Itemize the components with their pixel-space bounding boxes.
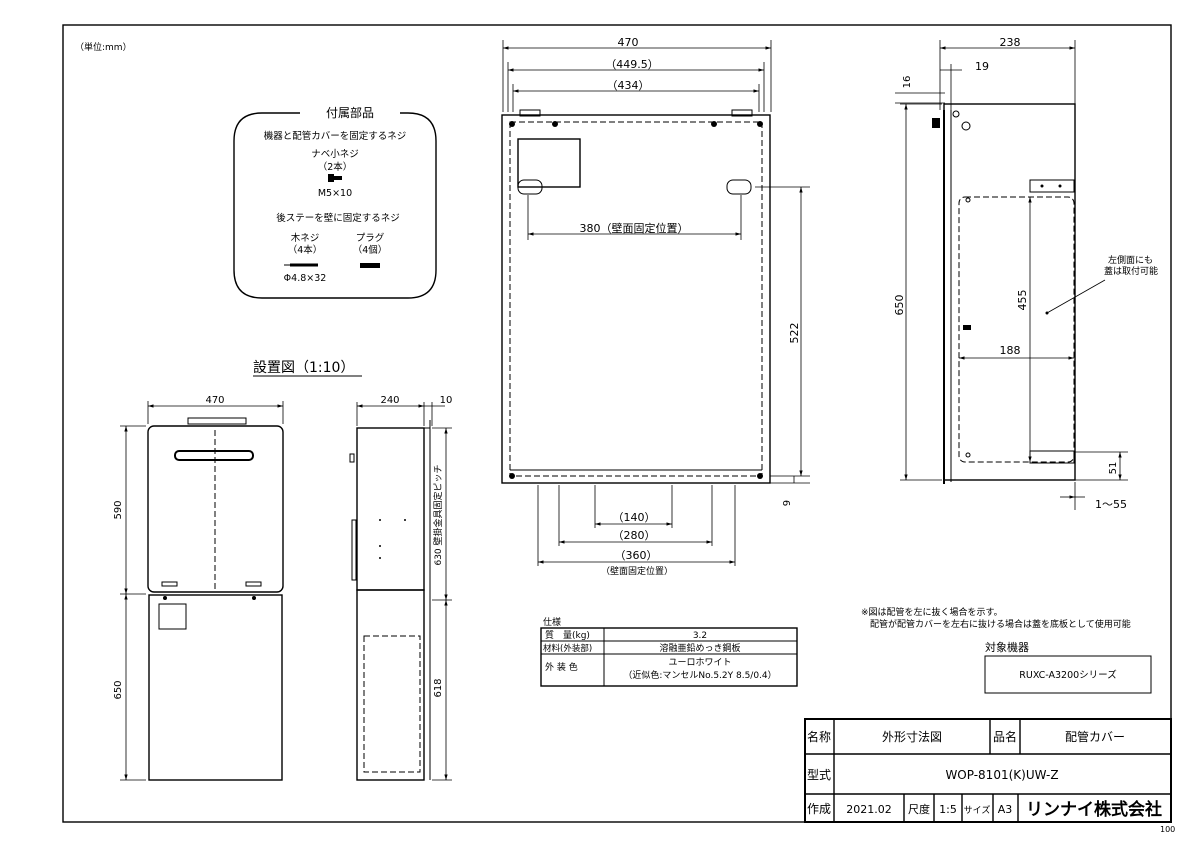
plug-icon — [360, 263, 380, 268]
note-line2: 配管が配管カバーを左右に抜ける場合は蓋を底板として使用可能 — [870, 618, 1131, 630]
title-name-label: 名称 — [807, 729, 831, 744]
front-dim-140: （140） — [613, 511, 656, 524]
front-panel-outline — [501, 114, 771, 484]
install-pitch: 630 壁掛金具固定ピッチ — [432, 464, 444, 565]
spec-row-value: ユーロホワイト — [668, 657, 731, 668]
front-dim-9: 9 — [782, 500, 793, 506]
side-dim-188: 188 — [1000, 344, 1021, 357]
front-dim-380: 380（壁面固定位置） — [580, 221, 689, 235]
side-dim-1-55: 1～55 — [1095, 498, 1127, 511]
title-made-label: 作成 — [807, 802, 831, 816]
title-product-label: 品名 — [993, 729, 1017, 744]
side-dim-650: 650 — [893, 295, 906, 316]
side-dim-238: 238 — [1000, 36, 1021, 49]
front-dim-470: 470 — [618, 36, 639, 49]
screw-icon — [328, 174, 342, 182]
plug-qty: （4個） — [353, 244, 388, 256]
side-note-line2: 蓋は取付可能 — [1104, 265, 1158, 277]
title-scale-value: 1:5 — [939, 803, 957, 816]
install-view: 設置図（1:10） 470 590 650 240 10 — [113, 360, 453, 781]
pipe-cover-outline — [148, 594, 283, 781]
sheet-border — [62, 24, 1172, 823]
install-gap: 10 — [440, 395, 453, 406]
title-scale-label: 尺度 — [908, 802, 930, 816]
install-cover-height: 650 — [113, 680, 124, 699]
title-name-value: 外形寸法図 — [882, 730, 942, 744]
title-product-value: 配管カバー — [1065, 729, 1125, 744]
title-model-label: 型式 — [807, 768, 831, 782]
install-depth: 240 — [380, 395, 399, 406]
screw1-name: ナベ小ネジ — [311, 149, 359, 160]
front-view: 470 （449.5） （434） 380（壁面固定位置） 522 9 — [501, 36, 810, 577]
wood-screw-name: 木ネジ — [291, 232, 320, 244]
title-model-value: WOP-8101(K)UW-Z — [945, 768, 1058, 782]
accessories-panel: 付属部品 機器と配管カバーを固定するネジ ナベ小ネジ （2本） M5×10 後ス… — [233, 105, 437, 299]
title-company: リンナイ株式会社 — [1026, 799, 1162, 820]
install-unit-height: 590 — [113, 500, 124, 519]
spec-row-value2: （近似色:マンセルNo.5.2Y 8.5/0.4） — [623, 669, 776, 681]
side-dim-16: 16 — [902, 76, 913, 89]
spec-row-value: 3.2 — [693, 631, 707, 641]
front-dim-280: （280） — [613, 529, 656, 542]
page-number: 100 — [1160, 825, 1175, 834]
side-panel-outline — [943, 103, 1076, 481]
install-width-label: 470 — [205, 395, 224, 406]
front-wall-fix: （壁面固定位置） — [601, 565, 673, 577]
wood-screw-qty: （4本） — [288, 244, 323, 256]
accessories-heading: 付属部品 — [326, 105, 374, 120]
side-note-line1: 左側面にも — [1108, 254, 1153, 266]
screw2-desc: 後ステーを壁に固定するネジ — [276, 212, 400, 224]
title-block: 名称 外形寸法図 品名 配管カバー 型式 WOP-8101(K)UW-Z 作成 … — [804, 718, 1172, 823]
spec-row-label: 外 装 色 — [545, 661, 578, 673]
spec-row-label: 材料(外装部) — [543, 643, 592, 654]
front-dim-360: （360） — [615, 549, 658, 562]
title-size-label: サイズ — [964, 804, 991, 816]
screw1-desc: 機器と配管カバーを固定するネジ — [264, 130, 407, 142]
screw1-size: M5×10 — [318, 188, 352, 199]
water-heater-outline — [147, 425, 284, 593]
side-view: 238 19 16 650 455 188 左側面にも 蓋は取付可能 — [893, 36, 1158, 511]
title-size-value: A3 — [998, 803, 1013, 816]
spec-caption: 仕様 — [543, 616, 561, 628]
plug-name: プラグ — [356, 232, 385, 244]
install-cover-side: 618 — [433, 678, 444, 697]
side-dim-19: 19 — [975, 60, 989, 73]
front-dim-522: 522 — [788, 323, 801, 344]
side-dim-455: 455 — [1016, 290, 1029, 311]
side-dim-51: 51 — [1108, 462, 1119, 475]
target-label: 対象機器 — [985, 640, 1029, 654]
note-line1: ※図は配管を左に抜く場合を示す。 — [861, 606, 1003, 618]
spec-table: 仕様 質 量(kg) 3.2 材料(外装部) 溶融亜鉛めっき鋼板 外 装 色 ユ… — [540, 616, 798, 687]
unit-note: （単位:mm） — [75, 41, 132, 53]
spec-row-label: 質 量(kg) — [545, 629, 590, 641]
install-view-title: 設置図（1:10） — [253, 360, 354, 376]
spec-row-value: 溶融亜鉛めっき鋼板 — [659, 642, 740, 654]
wood-screw-size: Φ4.8×32 — [284, 273, 327, 284]
title-made-value: 2021.02 — [846, 803, 892, 816]
target-value: RUXC-A3200シリーズ — [1019, 669, 1117, 681]
target-model: 対象機器 RUXC-A3200シリーズ — [984, 640, 1152, 694]
front-dim-449-5: （449.5） — [605, 58, 659, 71]
front-dim-434: （434） — [607, 79, 650, 92]
screw1-qty: （2本） — [318, 161, 353, 173]
